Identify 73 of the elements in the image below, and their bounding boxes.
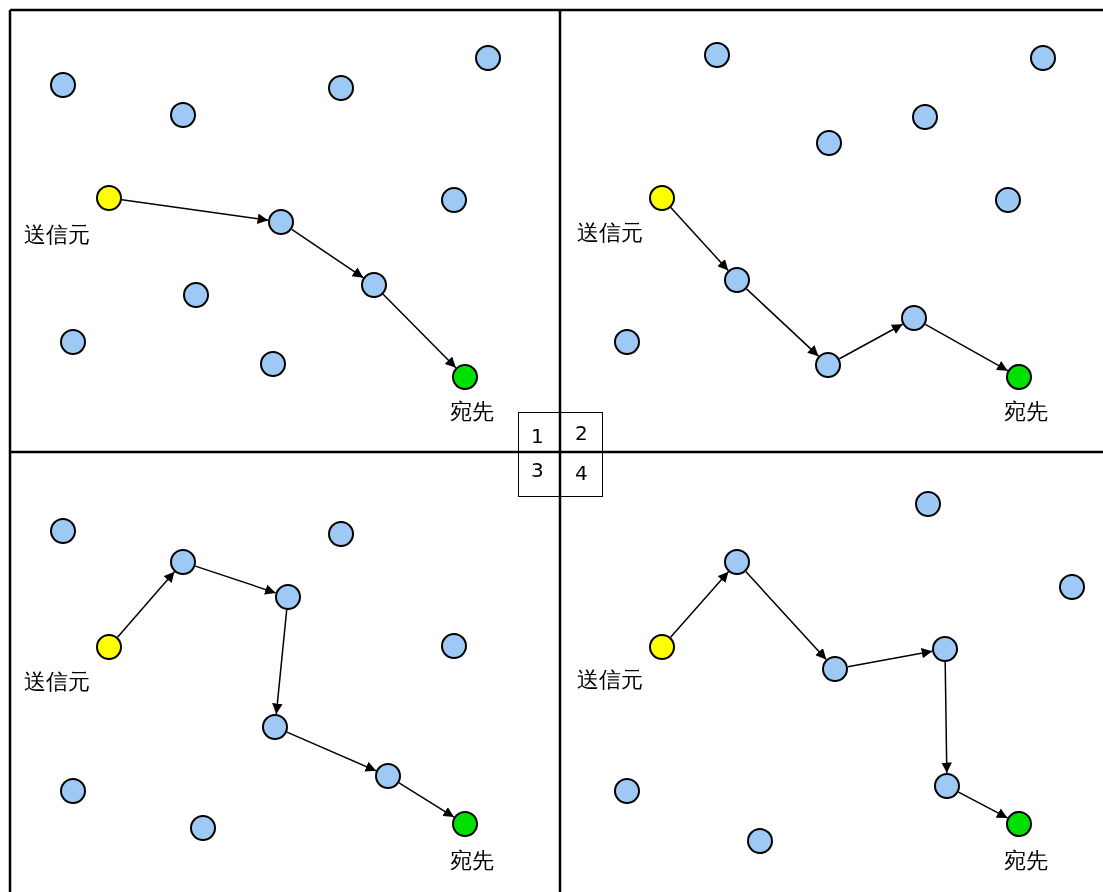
quadrant-number: 1 <box>531 424 544 448</box>
node-circle <box>901 305 927 331</box>
node-circle <box>1006 364 1032 390</box>
node-circle <box>934 773 960 799</box>
arrow <box>286 731 377 772</box>
node-circle <box>912 104 938 130</box>
node-circle <box>704 42 730 68</box>
node-circle <box>96 185 122 211</box>
node-circle <box>932 636 958 662</box>
node-circle <box>816 130 842 156</box>
node-caption: 宛先 <box>1004 399 1048 425</box>
arrow <box>291 228 364 279</box>
arrow <box>398 782 455 818</box>
arrow <box>924 323 1009 372</box>
node-circle <box>275 584 301 610</box>
arrow <box>194 565 277 595</box>
node-circle <box>328 521 354 547</box>
arrow <box>382 293 457 369</box>
node-circle <box>441 633 467 659</box>
node-circle <box>60 329 86 355</box>
node-caption: 送信元 <box>577 667 643 693</box>
node-circle <box>170 102 196 128</box>
node-circle <box>724 267 750 293</box>
node-circle <box>190 815 216 841</box>
arrow <box>745 288 820 357</box>
node-circle <box>1059 574 1085 600</box>
quadrant-number: 2 <box>575 421 588 445</box>
node-circle <box>452 811 478 837</box>
node-circle <box>50 72 76 98</box>
arrow <box>670 206 729 272</box>
node-caption: 送信元 <box>24 222 90 248</box>
node-circle <box>441 187 467 213</box>
node-circle <box>649 185 675 211</box>
node-circle <box>50 518 76 544</box>
quadrant-number: 3 <box>531 458 544 482</box>
arrow <box>838 323 904 360</box>
arrow <box>745 570 827 661</box>
arrow <box>121 199 269 224</box>
node-circle <box>328 75 354 101</box>
node-circle <box>995 187 1021 213</box>
node-circle <box>375 763 401 789</box>
arrow <box>957 791 1009 819</box>
node-caption: 宛先 <box>450 848 494 874</box>
node-caption: 宛先 <box>1004 848 1048 874</box>
arrow <box>847 648 933 668</box>
arrow <box>941 661 952 774</box>
node-circle <box>614 778 640 804</box>
quadrant-number: 4 <box>575 461 588 485</box>
node-circle <box>475 45 501 71</box>
node-caption: 送信元 <box>577 220 643 246</box>
node-circle <box>822 656 848 682</box>
node-circle <box>815 352 841 378</box>
node-circle <box>614 329 640 355</box>
node-circle <box>170 549 196 575</box>
arrow <box>272 609 288 715</box>
node-caption: 宛先 <box>450 399 494 425</box>
node-circle <box>96 634 122 660</box>
node-caption: 送信元 <box>24 669 90 695</box>
arrow <box>669 571 730 638</box>
node-circle <box>268 209 294 235</box>
node-circle <box>361 272 387 298</box>
node-circle <box>260 351 286 377</box>
node-circle <box>747 828 773 854</box>
node-circle <box>452 364 478 390</box>
node-circle <box>724 549 750 575</box>
node-circle <box>183 282 209 308</box>
node-circle <box>649 634 675 660</box>
node-circle <box>262 714 288 740</box>
node-circle <box>1030 45 1056 71</box>
node-circle <box>915 491 941 517</box>
node-circle <box>1006 811 1032 837</box>
arrow <box>116 571 176 638</box>
node-circle <box>60 778 86 804</box>
